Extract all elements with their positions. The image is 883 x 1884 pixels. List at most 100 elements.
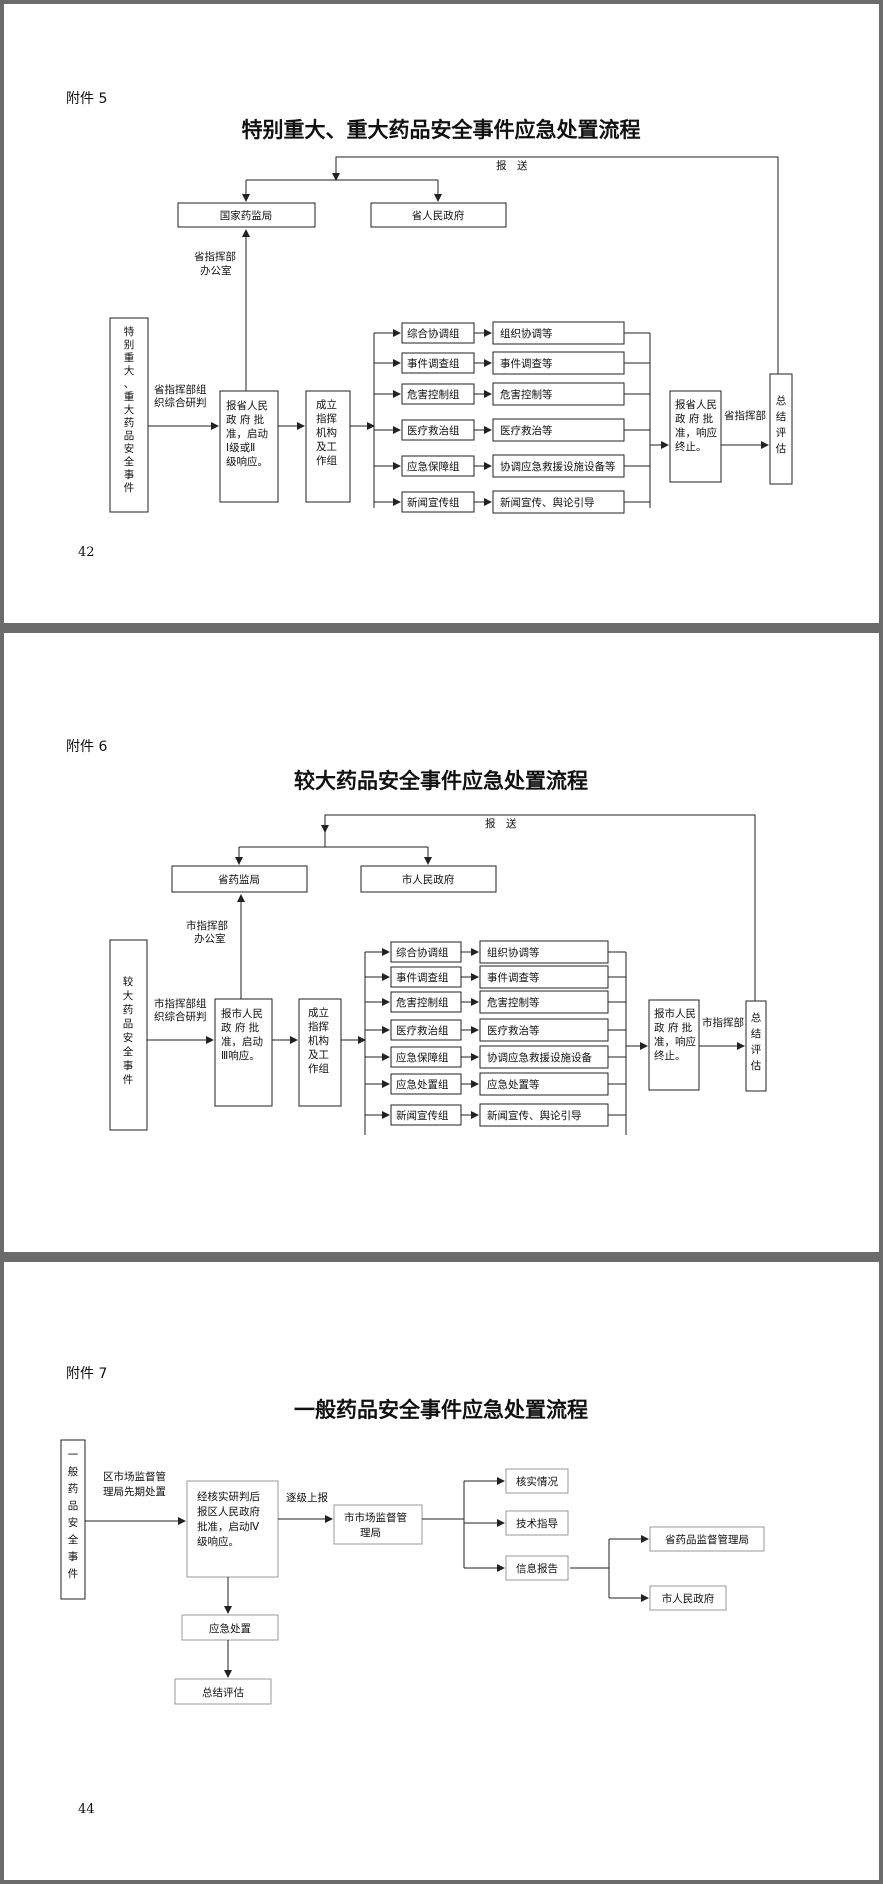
attachment-label: 附件 5 — [66, 91, 107, 107]
group-task: 医疗救治等 — [500, 424, 553, 437]
svg-text:大: 大 — [124, 403, 135, 416]
svg-text:特: 特 — [124, 326, 135, 338]
svg-text:药: 药 — [123, 1004, 134, 1016]
verify-box-text: 经核实研判后 报区人民政府 批准，启动Ⅳ 级响应。 — [197, 1490, 260, 1548]
group-task: 危害控制等 — [487, 996, 540, 1009]
svg-text:政 府 批: 政 府 批 — [654, 1021, 693, 1034]
national-agency-label: 国家药监局 — [220, 209, 273, 222]
svg-text:终止。: 终止。 — [654, 1049, 686, 1062]
svg-text:安: 安 — [124, 442, 135, 455]
first-label-line1: 区市场监督管 — [103, 1470, 166, 1483]
svg-text:报市人民: 报市人民 — [221, 1007, 263, 1020]
group-name: 医疗救治组 — [407, 424, 460, 437]
city-agency-line1: 市市场监督管 — [344, 1511, 407, 1524]
svg-text:指挥: 指挥 — [308, 1020, 329, 1033]
svg-text:政 府 批: 政 府 批 — [221, 1021, 260, 1034]
svg-text:件: 件 — [68, 1568, 79, 1580]
svg-text:指挥: 指挥 — [316, 412, 337, 425]
svg-text:成立: 成立 — [316, 398, 337, 411]
setup-box-text: 成立 指挥 机构 及工 作组 — [308, 1006, 329, 1075]
svg-text:作组: 作组 — [316, 454, 337, 467]
svg-text:Ⅰ级或Ⅱ: Ⅰ级或Ⅱ — [226, 442, 255, 454]
eval-box — [769, 373, 793, 485]
svg-text:成立: 成立 — [308, 1006, 329, 1019]
group-name: 综合协调组 — [396, 946, 449, 959]
national-agency-box — [177, 202, 316, 228]
flowchart-attachment-6: 附件 6 较大药品安全事件应急处置流程 报 送 省药监局 市人民政府 市指挥部 … — [66, 739, 767, 1135]
svg-text:药: 药 — [124, 417, 135, 429]
output-box — [505, 1510, 569, 1536]
group-task: 协调应急救援设施设备 — [487, 1051, 592, 1064]
svg-text:结: 结 — [751, 1027, 762, 1040]
report-label: 报 送 — [485, 817, 517, 830]
research-label-line1: 省指挥部组 — [154, 383, 207, 396]
svg-text:一: 一 — [68, 1449, 79, 1461]
group-name: 应急处置组 — [396, 1078, 449, 1091]
group-task: 事件调查等 — [487, 971, 540, 984]
svg-text:准，响应: 准，响应 — [675, 426, 717, 439]
report-box-text: 报市人民 政 府 批 准，启动 Ⅲ响应。 — [221, 1007, 263, 1062]
office-label-line2: 办公室 — [194, 932, 226, 945]
svg-text:及工: 及工 — [308, 1049, 329, 1061]
group-task: 组织协调等 — [487, 946, 540, 959]
eval-box — [745, 1000, 767, 1092]
page-attachment-5: 附件 5 特别重大、重大药品安全事件应急处置流程 报 送 国家药监局 省人民政府… — [4, 4, 879, 623]
svg-text:Ⅲ响应。: Ⅲ响应。 — [221, 1049, 260, 1062]
svg-text:事: 事 — [124, 468, 135, 481]
svg-text:估: 估 — [751, 1059, 762, 1072]
svg-text:重: 重 — [124, 351, 135, 364]
svg-text:件: 件 — [123, 1074, 134, 1086]
svg-text:评: 评 — [776, 427, 787, 439]
group-name: 新闻宣传组 — [396, 1109, 449, 1122]
group-task: 事件调查等 — [500, 357, 553, 370]
svg-text:品: 品 — [68, 1500, 79, 1512]
svg-text:报市人民: 报市人民 — [654, 1007, 696, 1020]
group-task: 协调应急救援设施设备等 — [500, 460, 616, 473]
summary-box — [174, 1678, 272, 1705]
target-label: 省药品监督管理局 — [665, 1533, 749, 1546]
event-box-text: 一 般 药 品 安 全 事 件 — [68, 1449, 79, 1580]
svg-text:品: 品 — [124, 430, 135, 442]
svg-text:准，响应: 准，响应 — [654, 1035, 696, 1048]
attachment-label: 附件 7 — [66, 1366, 107, 1382]
group-name: 新闻宣传组 — [407, 496, 460, 509]
page-title: 特别重大、重大药品安全事件应急处置流程 — [242, 117, 641, 142]
svg-text:总: 总 — [776, 394, 787, 407]
svg-text:较: 较 — [123, 975, 134, 988]
svg-text:批准，启动Ⅳ: 批准，启动Ⅳ — [197, 1520, 259, 1533]
end-box-text: 报市人民 政 府 批 准，响应 终止。 — [654, 1007, 696, 1062]
svg-text:件: 件 — [124, 482, 135, 494]
svg-text:、: 、 — [124, 378, 135, 390]
group-name: 事件调查组 — [407, 357, 460, 370]
svg-text:总: 总 — [751, 1011, 762, 1024]
target-box — [649, 1585, 727, 1611]
output-label: 技术指导 — [516, 1517, 558, 1530]
svg-text:报区人民政府: 报区人民政府 — [197, 1505, 260, 1518]
end-box — [669, 390, 722, 483]
provincial-agency-label: 省药监局 — [218, 873, 260, 886]
output-box — [505, 1555, 569, 1581]
command-label: 省指挥部 — [724, 409, 766, 422]
svg-text:大: 大 — [123, 989, 134, 1002]
working-groups: 综合协调组组织协调等事件调查组事件调查等危害控制组危害控制等医疗救治组医疗救治等… — [365, 940, 626, 1127]
research-label-line2: 织综合研判 — [154, 1010, 207, 1023]
svg-text:报省人民: 报省人民 — [675, 398, 717, 411]
page-number: 44 — [78, 1802, 95, 1817]
page-attachment-7: 附件 7 一般药品安全事件应急处置流程 一 般 药 品 安 全 事 件 区市场监… — [4, 1262, 879, 1880]
provincial-gov-label: 省人民政府 — [412, 209, 465, 222]
group-name: 综合协调组 — [407, 327, 460, 340]
first-label-line2: 理局先期处置 — [103, 1486, 166, 1498]
group-task: 危害控制等 — [500, 388, 553, 401]
event-box — [109, 317, 149, 513]
svg-text:机构: 机构 — [316, 426, 337, 439]
svg-text:准，启动: 准，启动 — [221, 1035, 263, 1048]
svg-text:药: 药 — [68, 1483, 79, 1495]
group-task: 医疗救治等 — [487, 1024, 540, 1037]
event-box — [109, 939, 148, 1131]
svg-text:级响应。: 级响应。 — [197, 1535, 239, 1548]
svg-text:全: 全 — [68, 1533, 79, 1546]
svg-text:级响应。: 级响应。 — [226, 455, 268, 468]
setup-box — [298, 998, 342, 1107]
report-box-text: 报省人民 政 府 批 准，启动 Ⅰ级或Ⅱ 级响应。 — [226, 399, 268, 468]
